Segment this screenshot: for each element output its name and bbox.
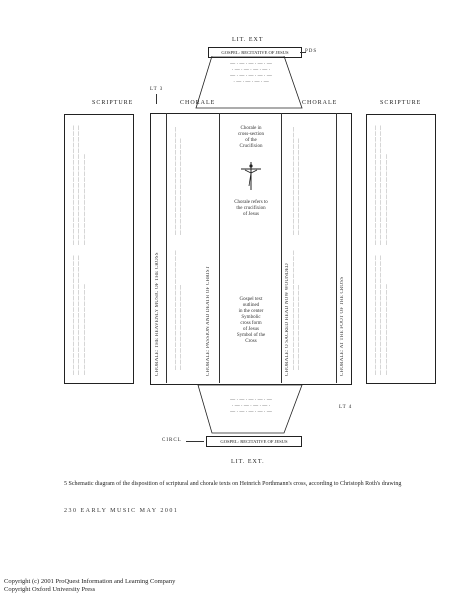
center-upper-text: Chorale in cross-section of the Crucifix… <box>237 126 265 149</box>
chorale-left-text-upper: — — — — — — — — — — — — — — — — — — — — … <box>172 127 183 235</box>
left-scripture-panel <box>64 114 134 384</box>
side-marker-1: LT 3 <box>150 87 164 92</box>
top-marker: PDS <box>305 49 318 54</box>
right-scripture-text-upper: — — — — — — — — — — — — — — — — — — — — … <box>372 125 388 245</box>
chorale-left-text-lower: — — — — — — — — — — — — — — — — — — — — … <box>172 250 183 370</box>
chorale-right-text-upper: — — — — — — — — — — — — — — — — — — — — … <box>290 127 301 235</box>
col-text-4: CHORALE: AT THE FOOT OF THE CROSS <box>340 276 345 376</box>
left-scripture-text-upper: — — — — — — — — — — — — — — — — — — — — … <box>70 125 86 245</box>
bottom-box-text: GOSPEL: RECITATIVE OF JESUS <box>220 439 288 444</box>
bottom-label: LIT. EXT. <box>231 459 265 465</box>
top-arm-text: — · — · — · — · — · — · — · — · — · — · … <box>230 62 272 85</box>
bottom-arm-text: — · — · — · — · — · — · — · — · — · — · … <box>230 398 272 415</box>
bottom-arm-outline <box>197 384 303 434</box>
right-scripture-text-lower: — — — — — — — — — — — — — — — — — — — — … <box>372 255 388 375</box>
left-scripture-text-lower: — — — — — — — — — — — — — — — — — — — — … <box>70 255 86 375</box>
cross-frame <box>150 113 352 385</box>
center-middle-text: Chorale refers to the crucifixion of Jes… <box>234 200 268 217</box>
bottom-marker: CIRCL <box>162 438 182 443</box>
side-label-3: CHORALE <box>302 100 338 106</box>
copyright-line-1: Copyright (c) 2001 ProQuest Information … <box>4 578 176 585</box>
page-footer: 230 EARLY MUSIC MAY 2001 <box>64 508 179 514</box>
figure-caption: 5 Schematic diagram of the disposition o… <box>64 481 402 487</box>
side-label-2: CHORALE <box>180 100 216 106</box>
right-scripture-panel <box>366 114 436 384</box>
side-label-1: SCRIPTURE <box>92 100 134 106</box>
chorale-right-text-lower: — — — — — — — — — — — — — — — — — — — — … <box>290 250 301 370</box>
side-label-4: SCRIPTURE <box>380 100 422 106</box>
col-text-1: CHORALE: THE HEAVENLY MUSIC OF THE CROSS <box>155 252 160 376</box>
top-label: LIT. EXT <box>232 37 264 43</box>
copyright-line-2: Copyright Oxford University Press <box>4 586 96 593</box>
top-box-text: GOSPEL: RECITATIVE OF JESUS <box>221 50 289 55</box>
bottom-box: GOSPEL: RECITATIVE OF JESUS <box>206 436 302 447</box>
center-lower-text: Gospel text outlined in the center Symbo… <box>236 297 266 344</box>
crucifix-icon <box>241 162 261 190</box>
copyright-notice: Copyright (c) 2001 ProQuest Information … <box>4 578 175 594</box>
side-marker-2: LT 4 <box>339 405 353 410</box>
top-arm-outline <box>195 56 303 109</box>
